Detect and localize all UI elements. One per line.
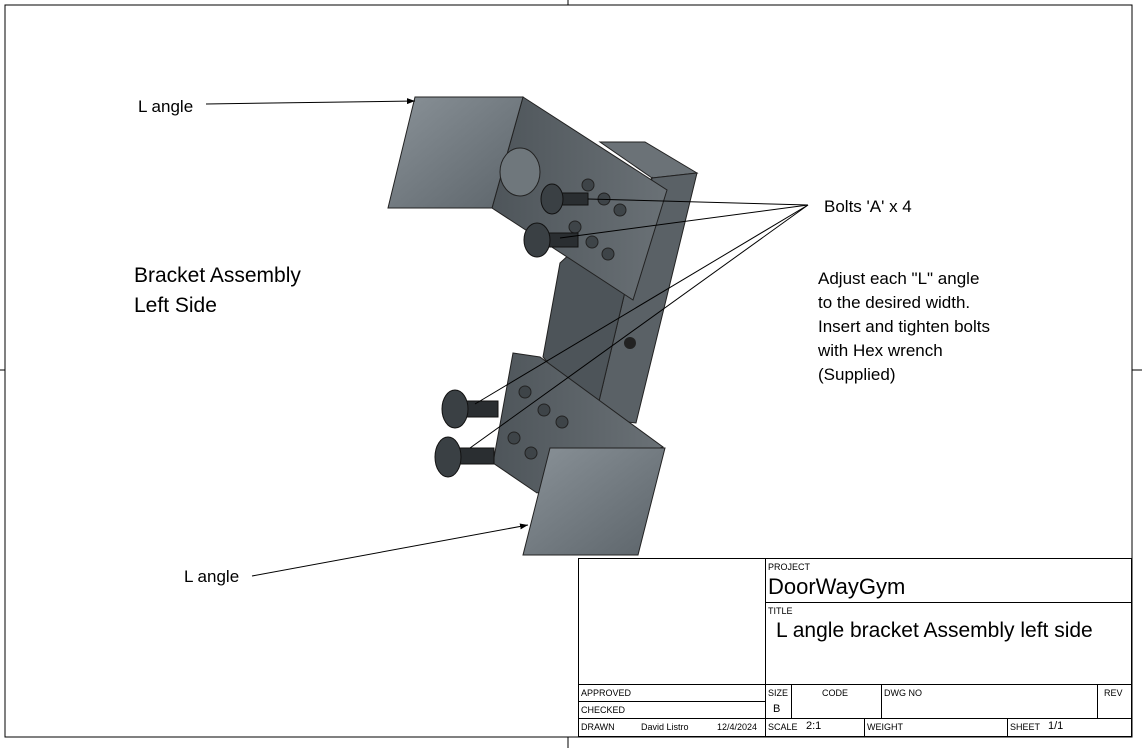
top-l-angle-face [387, 96, 524, 209]
instruction-line: Adjust each "L" angle [818, 269, 980, 288]
scale-label: SCALE [768, 722, 798, 732]
checked-label: CHECKED [581, 705, 626, 715]
project-cell: PROJECT DoorWayGym [765, 558, 1132, 603]
weight-cell: WEIGHT [864, 718, 1008, 737]
blank-cell [578, 558, 766, 685]
top-l-angle-callout: L angle [138, 97, 194, 116]
title-value: L angle bracket Assembly left side [776, 619, 1093, 642]
size-cell: SIZE B [765, 684, 792, 719]
leader-lines [205, 98, 809, 577]
drawn-cell: DRAWN David Listro 12/4/2024 [578, 718, 766, 737]
scale-cell: SCALE 2:1 [765, 718, 865, 737]
dwg-no-label: DWG NO [884, 688, 922, 698]
instruction-line: Insert and tighten bolts [818, 317, 991, 336]
bolts-callout: Bolts 'A' x 4 [824, 197, 912, 216]
sheet-value: 1/1 [1048, 720, 1064, 732]
title-cell: TITLE L angle bracket Assembly left side [765, 602, 1132, 685]
instruction-line: (Supplied) [818, 365, 896, 384]
heading-line-2: Left Side [134, 294, 217, 317]
bolts [434, 183, 589, 478]
dwg-no-cell: DWG NO [881, 684, 1098, 719]
drawn-by: David Listro [641, 722, 689, 732]
instruction-line: to the desired width. [818, 293, 971, 312]
sheet-cell: SHEET 1/1 [1007, 718, 1132, 737]
heading-line-1: Bracket Assembly [134, 264, 301, 287]
instructions: Adjust each "L" angle to the desired wid… [818, 267, 990, 387]
weight-label: WEIGHT [867, 722, 903, 732]
rev-label: REV [1104, 688, 1123, 698]
bottom-l-angle-callout: L angle [184, 567, 240, 586]
title-label: TITLE [768, 606, 793, 616]
mounting-hole [624, 337, 636, 349]
drawn-date: 12/4/2024 [717, 722, 758, 732]
sheet-label: SHEET [1010, 722, 1041, 732]
code-label: CODE [822, 688, 849, 698]
title-block: PROJECT DoorWayGym TITLE L angle bracket… [578, 558, 1132, 737]
spacer-knob [499, 147, 541, 197]
instruction-line: with Hex wrench [818, 341, 943, 360]
project-label: PROJECT [768, 562, 811, 572]
bottom-l-angle-face [522, 447, 666, 556]
approved-label: APPROVED [581, 688, 632, 698]
approved-cell: APPROVED [578, 684, 766, 702]
bracket-assembly-model [387, 96, 699, 556]
checked-cell: CHECKED [578, 701, 766, 719]
scale-value: 2:1 [806, 720, 822, 732]
size-label: SIZE [768, 688, 789, 698]
drawn-label: DRAWN [581, 722, 615, 732]
code-cell: CODE [791, 684, 882, 719]
rev-cell: REV [1097, 684, 1132, 719]
project-value: DoorWayGym [768, 574, 906, 599]
size-value: B [773, 703, 781, 715]
